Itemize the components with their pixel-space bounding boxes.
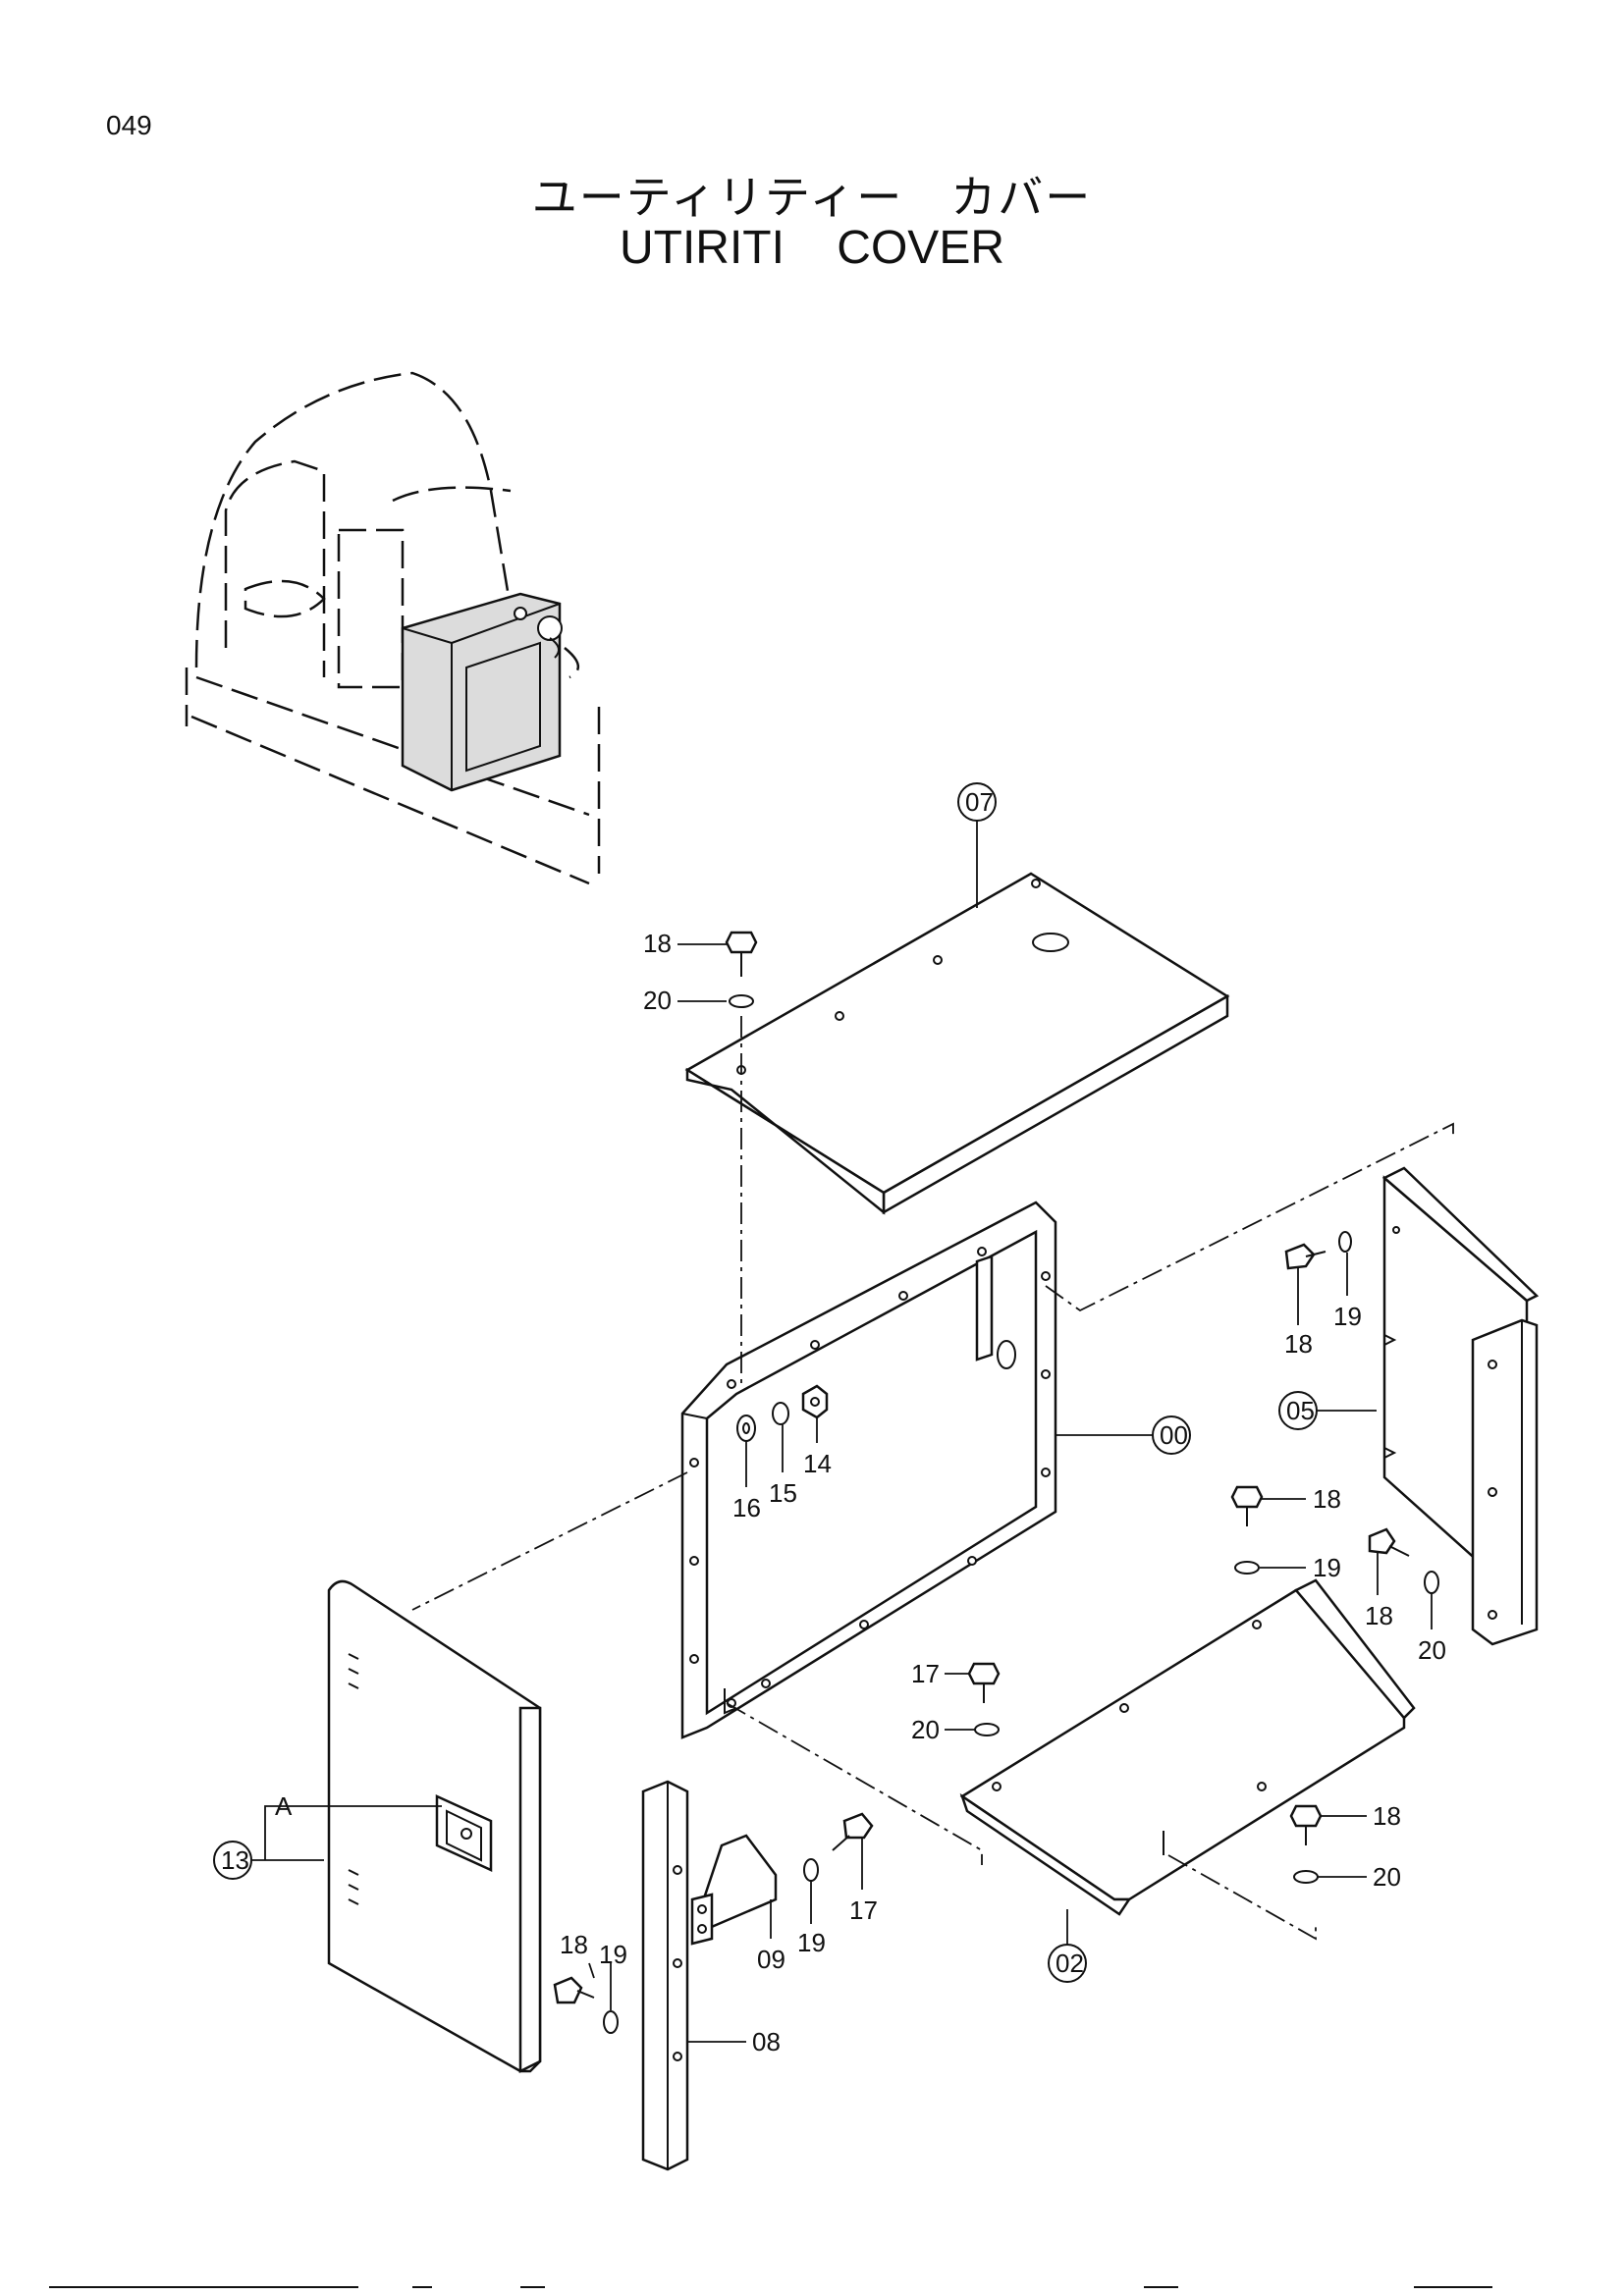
leader-lines — [588, 943, 1433, 2043]
label-16: 16 — [732, 1493, 761, 1522]
label-19h: 19 — [797, 1928, 826, 1957]
title-english: UTIRITI COVER — [619, 222, 1004, 274]
assembly-lines — [411, 1016, 1454, 1941]
post-part-08 — [641, 1780, 689, 2171]
label-A: A — [275, 1791, 293, 1821]
label-15: 15 — [769, 1478, 797, 1508]
callout-labels: 07 00 05 13 02 18 20 16 15 14 18 19 18 1… — [221, 787, 1446, 2056]
label-18a: 18 — [643, 929, 672, 958]
label-20f: 20 — [1373, 1862, 1401, 1892]
callout-05: 05 — [1286, 1396, 1315, 1425]
hardware-16-15-14 — [736, 1384, 829, 1442]
bottom-plate-part-02 — [959, 1578, 1416, 1916]
label-18d: 18 — [1365, 1601, 1393, 1630]
callout-02: 02 — [1056, 1949, 1084, 1978]
title-japanese: ユーティリティー カバー — [531, 171, 1093, 224]
label-20e: 20 — [911, 1715, 940, 1744]
bracket-part-09 — [690, 1834, 778, 1946]
label-09: 09 — [757, 1945, 785, 1974]
label-08: 08 — [752, 2027, 781, 2056]
callout-07: 07 — [965, 787, 994, 817]
callout-13: 13 — [221, 1845, 249, 1875]
label-18g: 18 — [560, 1930, 588, 1959]
callout-00: 00 — [1160, 1420, 1188, 1450]
label-20a: 20 — [643, 986, 672, 1015]
label-19b: 19 — [1333, 1302, 1362, 1331]
fasteners — [553, 931, 1439, 2034]
label-19c: 19 — [1313, 1553, 1341, 1582]
label-18b: 18 — [1284, 1329, 1313, 1359]
callout-circles — [213, 782, 1377, 1983]
side-panel-part-05 — [1381, 1166, 1540, 1646]
label-19g: 19 — [599, 1940, 627, 1969]
cab-illustration — [185, 371, 601, 885]
frame-part-00 — [680, 1201, 1057, 1739]
top-cover-part-07 — [684, 872, 1230, 1215]
label-17a: 17 — [911, 1659, 940, 1688]
label-20d: 20 — [1418, 1635, 1446, 1665]
label-14: 14 — [803, 1449, 832, 1478]
door-panel-part-13 — [327, 1579, 542, 2074]
label-17h: 17 — [849, 1896, 878, 1925]
label-18f: 18 — [1373, 1801, 1401, 1831]
page-number: 049 — [106, 110, 152, 140]
label-18c: 18 — [1313, 1484, 1341, 1514]
